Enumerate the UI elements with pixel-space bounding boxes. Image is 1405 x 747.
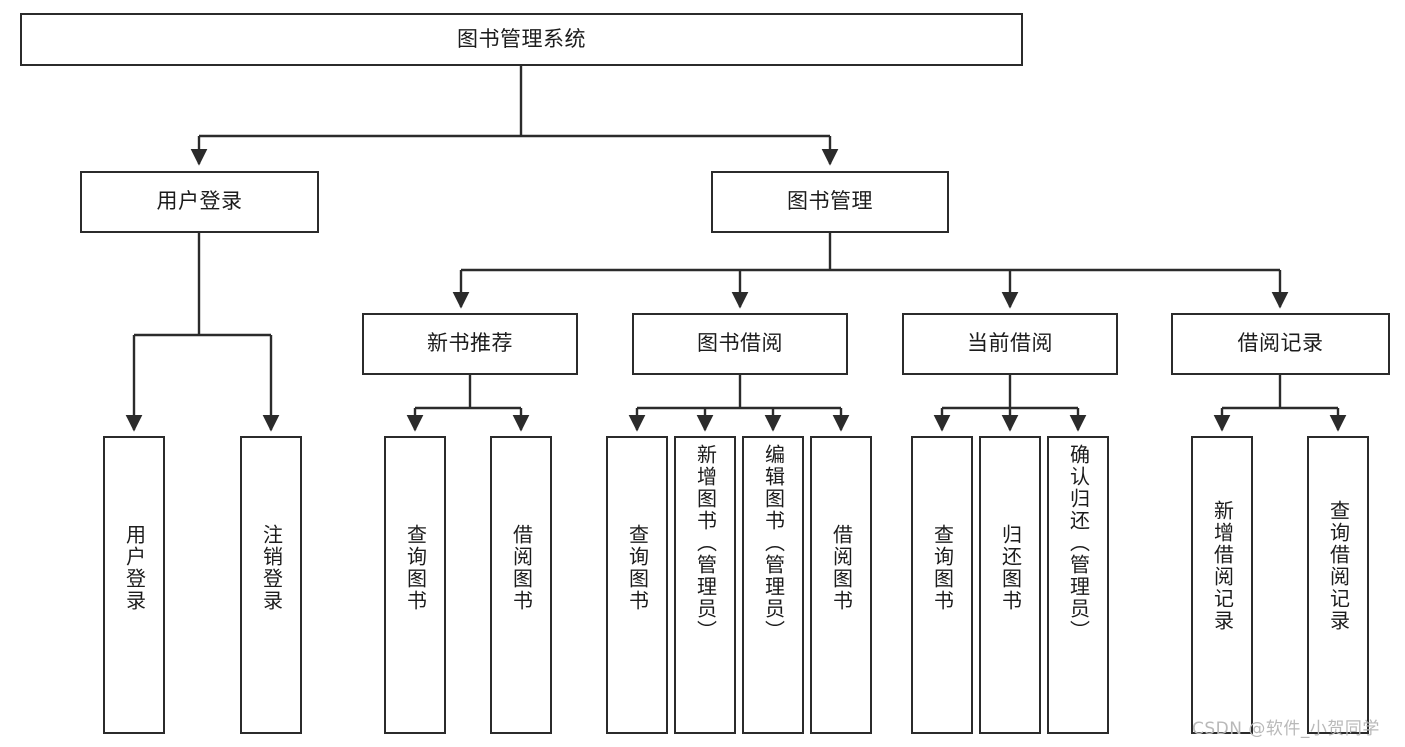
leaf-current-borrow-confirm-return-label: 确认归还（管理员） xyxy=(1066,444,1091,642)
leaf-new-book-query[interactable]: 查询图书 xyxy=(384,436,446,734)
leaf-book-borrow-add-label: 新增图书（管理员） xyxy=(693,444,718,642)
leaf-new-book-query-label: 查询图书 xyxy=(403,524,428,612)
node-book-management[interactable]: 图书管理 xyxy=(711,171,949,233)
node-book-borrow[interactable]: 图书借阅 xyxy=(632,313,848,375)
node-book-management-label: 图书管理 xyxy=(787,189,873,214)
leaf-current-borrow-query-label: 查询图书 xyxy=(930,524,955,612)
leaf-current-borrow-confirm-return[interactable]: 确认归还（管理员） xyxy=(1047,436,1109,734)
node-current-borrow[interactable]: 当前借阅 xyxy=(902,313,1118,375)
leaf-user-login-login-label: 用户登录 xyxy=(122,524,147,612)
leaf-borrow-record-add[interactable]: 新增借阅记录 xyxy=(1191,436,1253,734)
leaf-user-login-login[interactable]: 用户登录 xyxy=(103,436,165,734)
leaf-book-borrow-query[interactable]: 查询图书 xyxy=(606,436,668,734)
leaf-book-borrow-borrow-label: 借阅图书 xyxy=(829,524,854,612)
leaf-book-borrow-query-label: 查询图书 xyxy=(625,524,650,612)
node-root[interactable]: 图书管理系统 xyxy=(20,13,1023,66)
node-root-label: 图书管理系统 xyxy=(457,26,586,51)
leaf-borrow-record-query-label: 查询借阅记录 xyxy=(1326,500,1351,632)
leaf-borrow-record-query[interactable]: 查询借阅记录 xyxy=(1307,436,1369,734)
node-book-borrow-label: 图书借阅 xyxy=(697,331,783,356)
node-new-book-recommend[interactable]: 新书推荐 xyxy=(362,313,578,375)
leaf-book-borrow-add[interactable]: 新增图书（管理员） xyxy=(674,436,736,734)
leaf-user-login-logout[interactable]: 注销登录 xyxy=(240,436,302,734)
leaf-user-login-logout-label: 注销登录 xyxy=(259,524,284,612)
leaf-new-book-borrow-label: 借阅图书 xyxy=(509,524,534,612)
leaf-current-borrow-return[interactable]: 归还图书 xyxy=(979,436,1041,734)
leaf-current-borrow-query[interactable]: 查询图书 xyxy=(911,436,973,734)
leaf-book-borrow-edit-label: 编辑图书（管理员） xyxy=(761,444,786,642)
node-borrow-record[interactable]: 借阅记录 xyxy=(1171,313,1390,375)
node-borrow-record-label: 借阅记录 xyxy=(1237,331,1324,356)
node-current-borrow-label: 当前借阅 xyxy=(967,331,1053,356)
leaf-book-borrow-borrow[interactable]: 借阅图书 xyxy=(810,436,872,734)
leaf-book-borrow-edit[interactable]: 编辑图书（管理员） xyxy=(742,436,804,734)
node-new-book-recommend-label: 新书推荐 xyxy=(427,331,513,356)
leaf-borrow-record-add-label: 新增借阅记录 xyxy=(1210,500,1235,632)
node-user-login-label: 用户登录 xyxy=(156,189,243,214)
leaf-current-borrow-return-label: 归还图书 xyxy=(998,524,1023,612)
node-user-login[interactable]: 用户登录 xyxy=(80,171,319,233)
watermark-text: CSDN @软件_小贺同学 xyxy=(1192,719,1380,739)
leaf-new-book-borrow[interactable]: 借阅图书 xyxy=(490,436,552,734)
